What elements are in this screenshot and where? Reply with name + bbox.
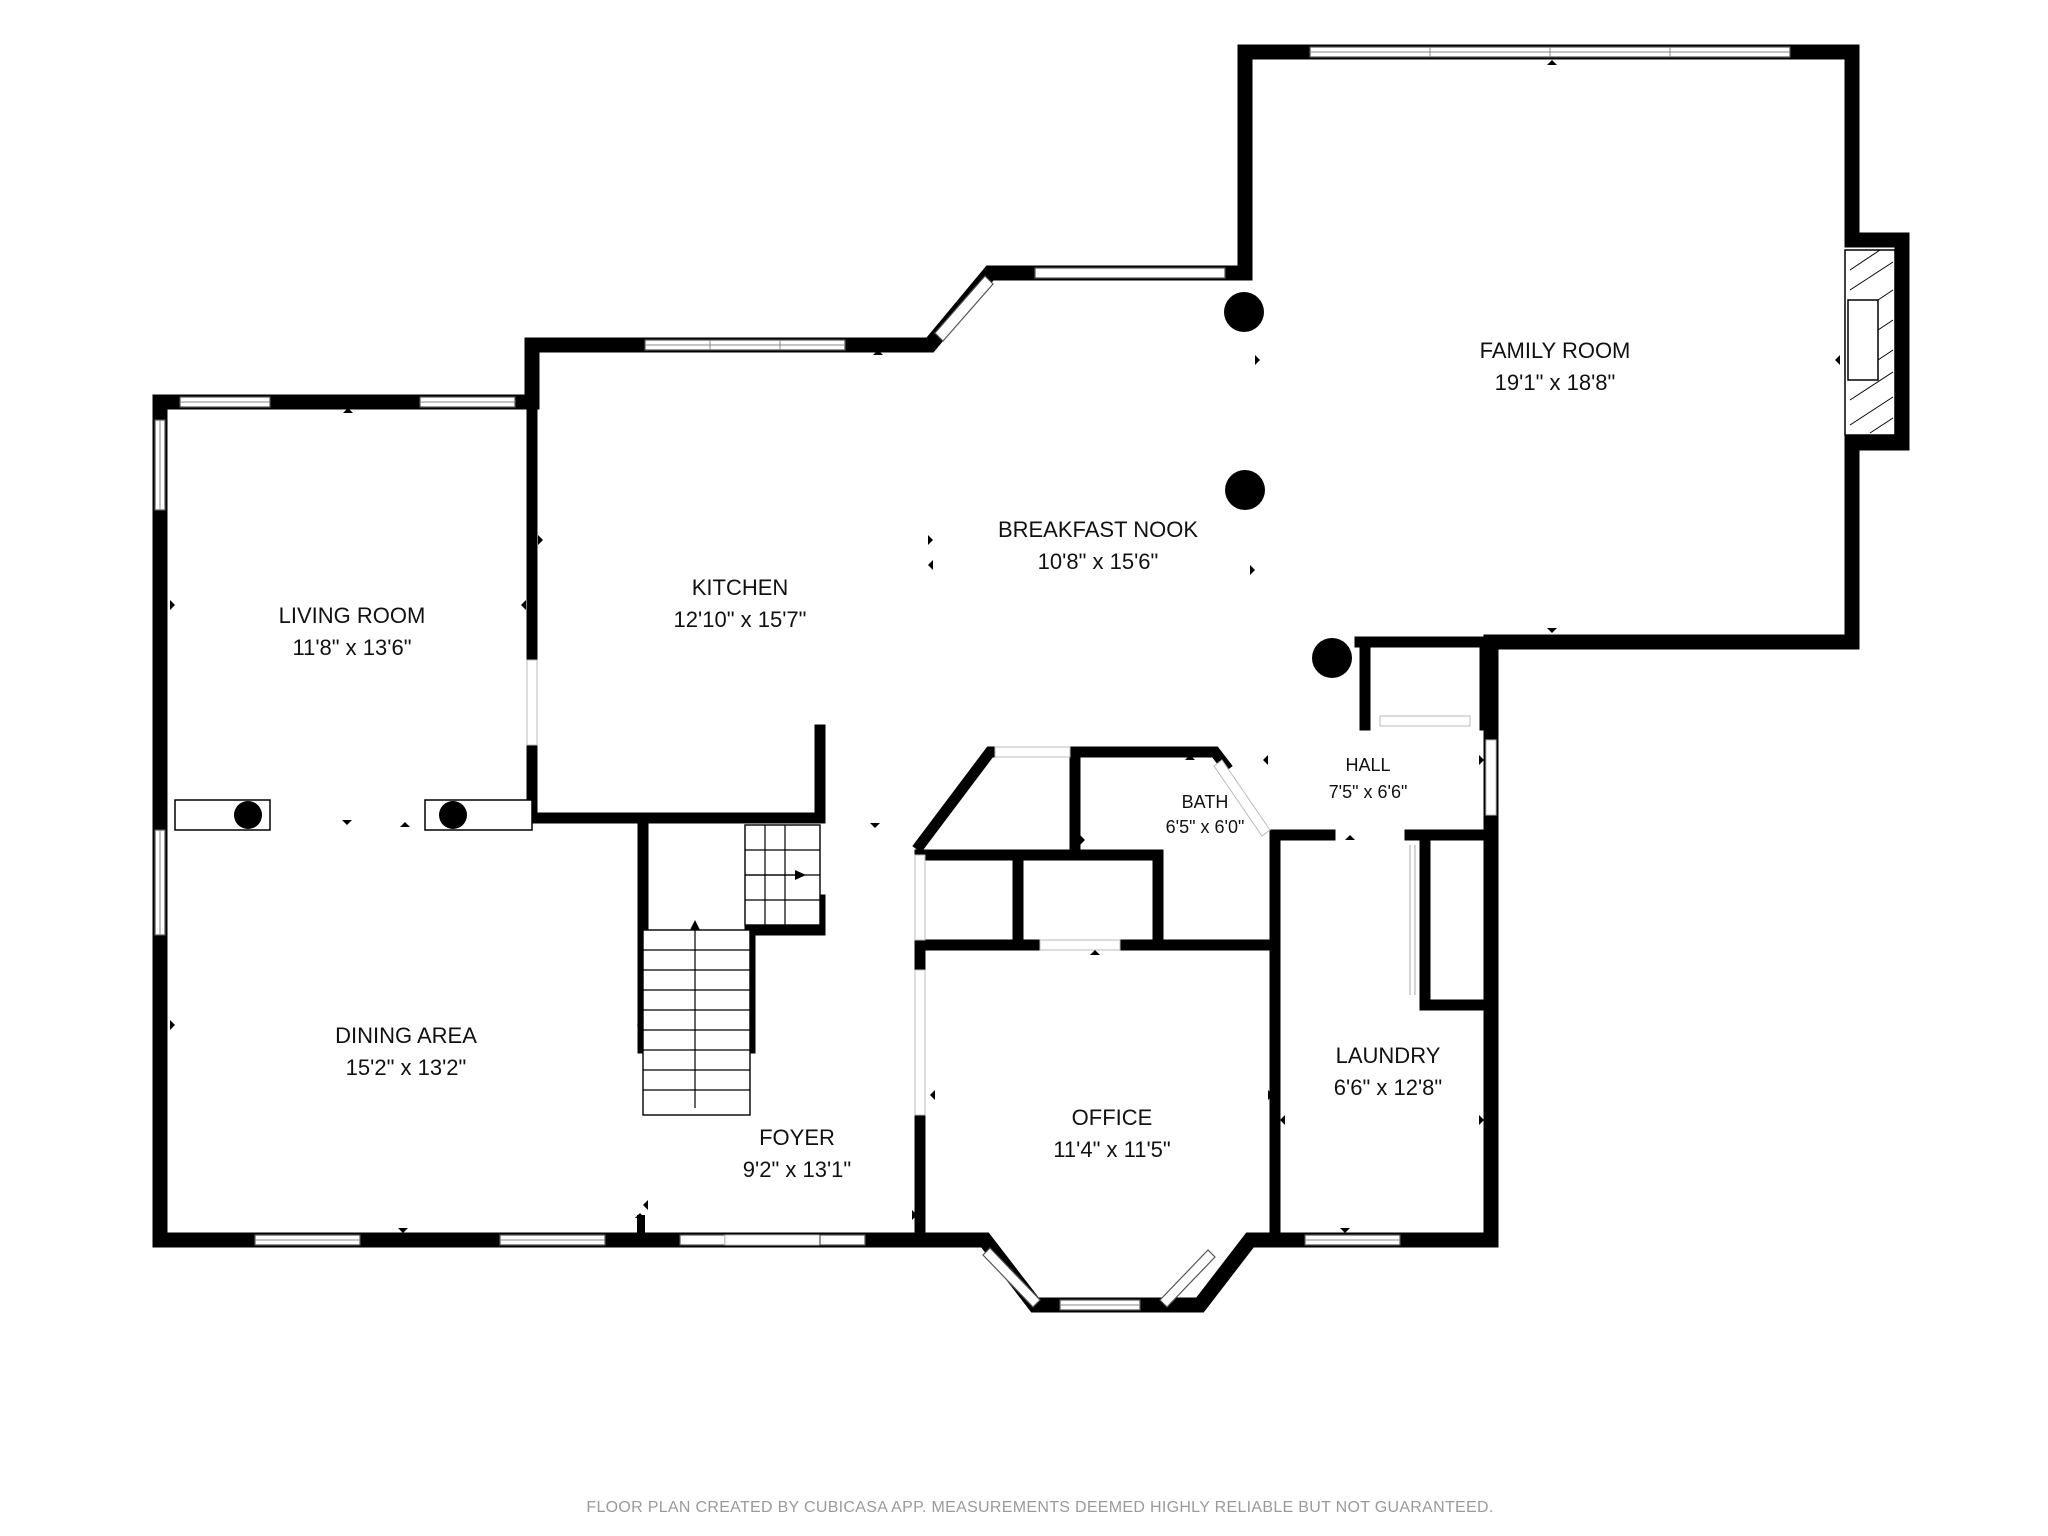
column bbox=[1312, 638, 1352, 678]
exterior-walls bbox=[152, 44, 1910, 1313]
column bbox=[439, 801, 467, 829]
room-dims-living: 11'8" x 13'6" bbox=[292, 635, 411, 660]
room-name-family: FAMILY ROOM bbox=[1480, 338, 1631, 363]
column bbox=[234, 801, 262, 829]
interior-walls bbox=[526, 46, 1497, 1246]
disclaimer-footer: FLOOR PLAN CREATED BY CUBICASA APP. MEAS… bbox=[586, 1499, 1493, 1516]
stairs bbox=[642, 824, 821, 1116]
column bbox=[1224, 292, 1264, 332]
room-dims-office: 11'4" x 11'5" bbox=[1053, 1137, 1170, 1162]
room-dims-kitchen: 12'10" x 15'7" bbox=[674, 607, 807, 632]
column bbox=[1225, 470, 1265, 510]
dimension-ticks bbox=[170, 60, 1840, 1235]
room-name-foyer: FOYER bbox=[759, 1125, 835, 1150]
room-name-hall: HALL bbox=[1345, 755, 1390, 775]
room-dims-laundry: 6'6" x 12'8" bbox=[1334, 1075, 1442, 1100]
room-name-office: OFFICE bbox=[1072, 1105, 1153, 1130]
wall-living-top bbox=[152, 44, 1910, 1313]
room-name-laundry: LAUNDRY bbox=[1336, 1043, 1441, 1068]
room-dims-family: 19'1" x 18'8" bbox=[1495, 370, 1616, 395]
columns bbox=[174, 292, 1352, 831]
fireplace bbox=[1844, 249, 1896, 436]
room-name-kitchen: KITCHEN bbox=[692, 575, 789, 600]
room-dims-bath: 6'5" x 6'0" bbox=[1166, 817, 1245, 837]
doorways bbox=[526, 659, 1471, 1116]
room-name-nook: BREAKFAST NOOK bbox=[998, 517, 1198, 542]
room-dims-nook: 10'8" x 15'6" bbox=[1038, 549, 1159, 574]
room-labels: FAMILY ROOM 19'1" x 18'8" BREAKFAST NOOK… bbox=[279, 338, 1631, 1182]
room-dims-dining: 15'2" x 13'2" bbox=[346, 1055, 467, 1080]
room-name-living: LIVING ROOM bbox=[279, 603, 426, 628]
room-name-bath: BATH bbox=[1182, 792, 1229, 812]
room-name-dining: DINING AREA bbox=[335, 1023, 477, 1048]
windows bbox=[154, 46, 1791, 1311]
room-dims-hall: 7'5" x 6'6" bbox=[1329, 782, 1408, 802]
room-dims-foyer: 9'2" x 13'1" bbox=[743, 1157, 851, 1182]
